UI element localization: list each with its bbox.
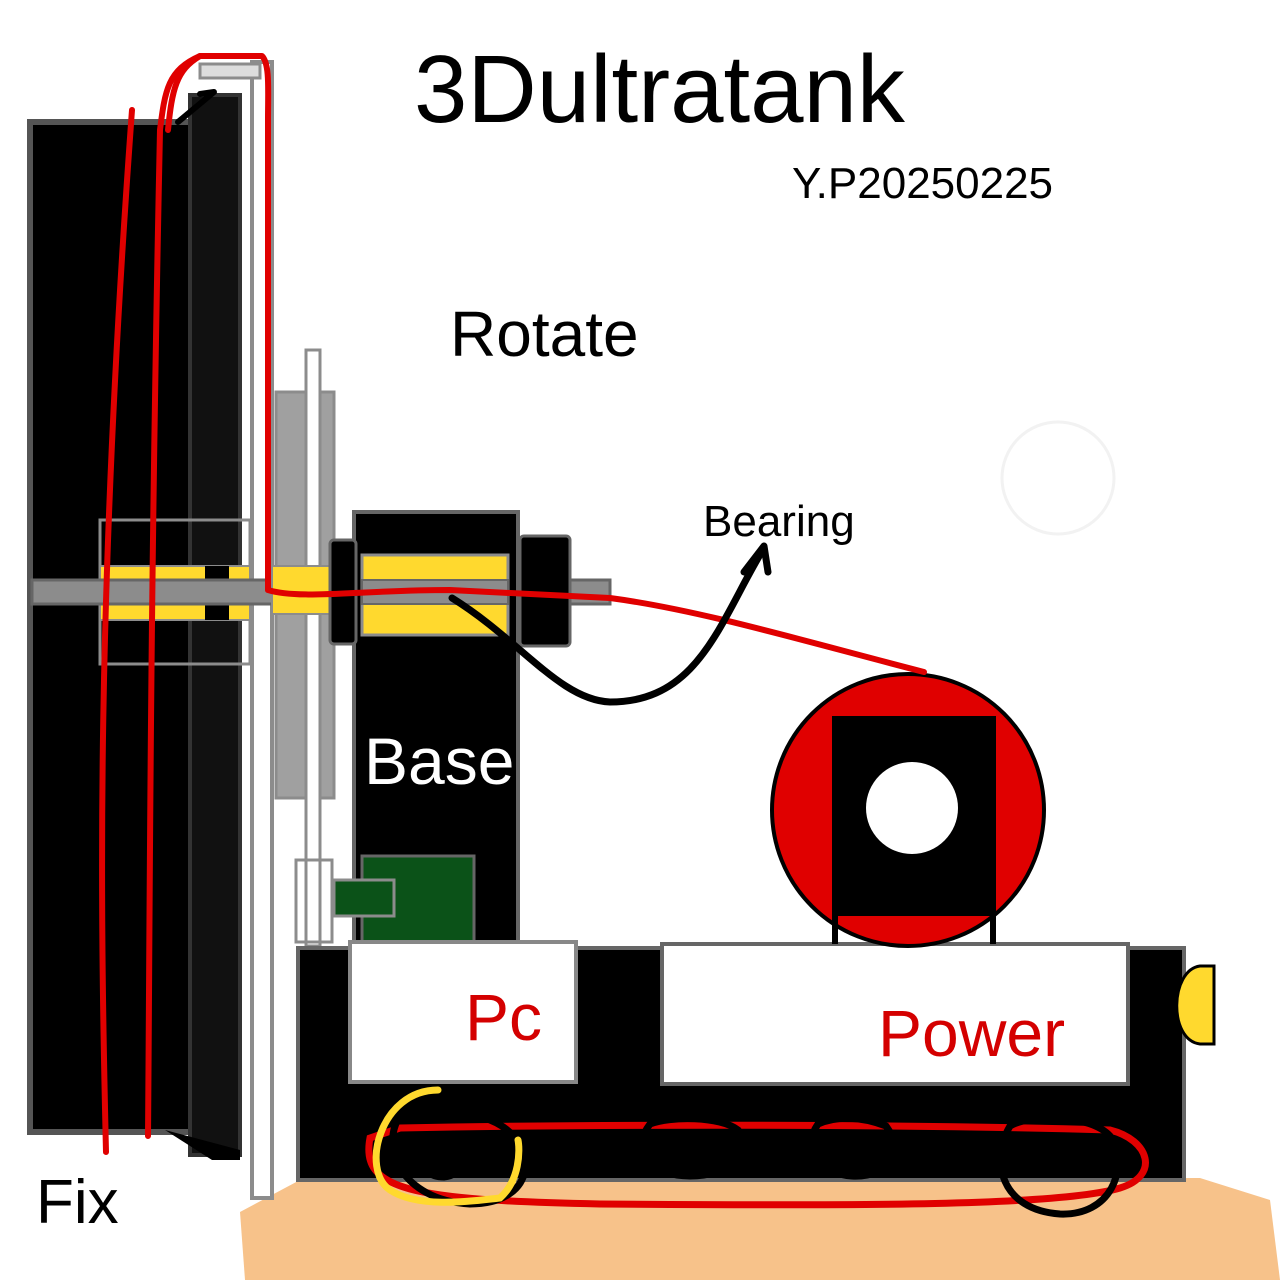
rail-top-cap	[198, 62, 262, 80]
label-bearing: Bearing	[703, 497, 855, 546]
power-box	[660, 942, 1130, 1086]
bearing-arrowhead	[740, 542, 772, 576]
label-rotate: Rotate	[450, 298, 639, 370]
label-base: Base	[364, 724, 515, 798]
bearing-arrow	[448, 544, 768, 706]
wire-middle	[145, 53, 927, 1139]
wire-left	[99, 107, 135, 1155]
wire-top-loop	[165, 53, 203, 133]
diagram-title: 3Dultratank	[414, 36, 905, 143]
fixed-wheel-chamfer	[165, 1130, 240, 1160]
track-wheel-1	[389, 1107, 529, 1208]
track-wheel-4	[997, 1114, 1122, 1218]
diagram-author-date: Y.P20250225	[792, 159, 1054, 208]
motor-shaft-block	[332, 878, 396, 918]
pc-box	[348, 940, 578, 1084]
fixed-wheel-inner-edge	[188, 93, 242, 1157]
track-wheel-3	[807, 1114, 898, 1180]
faint-circle	[1000, 420, 1116, 536]
rotating-plate-rod	[304, 348, 322, 948]
label-power: Power	[878, 996, 1066, 1070]
side-handle	[1175, 964, 1216, 1046]
label-pc: Pc	[465, 980, 543, 1054]
label-fix: Fix	[36, 1168, 119, 1237]
spool-bracket-leg-left	[832, 900, 838, 944]
motor-mount	[294, 858, 334, 944]
track-wheel-1-yellow	[372, 1086, 523, 1206]
track-wheel-2	[638, 1115, 743, 1180]
spool-hub	[866, 762, 958, 854]
track-wheel-1-hub	[420, 1142, 463, 1181]
wheel-top-arrow	[175, 89, 217, 125]
spool-bracket-leg-right	[990, 900, 996, 944]
